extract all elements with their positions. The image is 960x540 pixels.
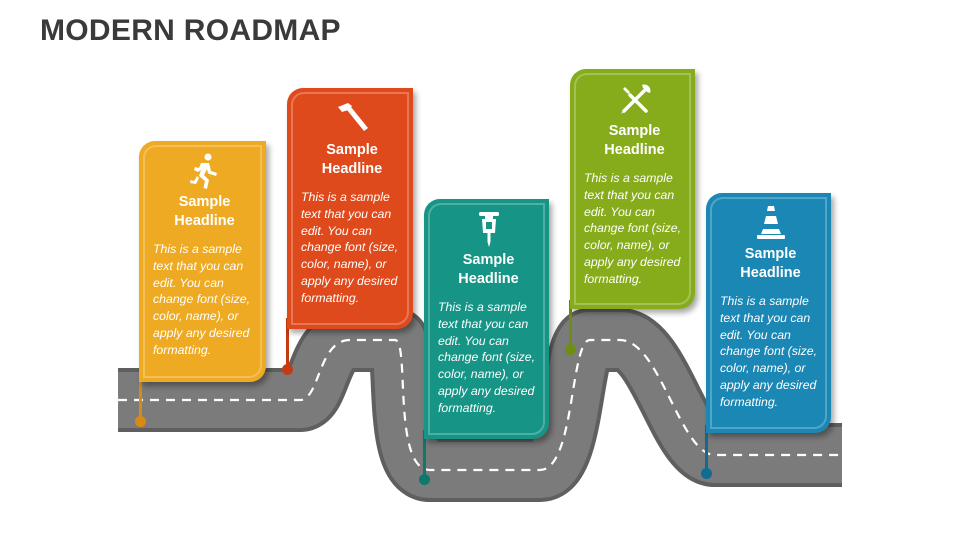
card-headline: Sample Headline xyxy=(740,246,801,281)
milestone-card-5[interactable]: Sample Headline This is a sample text th… xyxy=(706,193,831,433)
pin-5 xyxy=(701,468,712,479)
flag-pole-3 xyxy=(423,430,426,474)
milestone-card-2[interactable]: Sample Headline This is a sample text th… xyxy=(287,88,413,329)
milestone-card-4[interactable]: Sample Headline This is a sample text th… xyxy=(570,69,695,309)
flag-pole-4 xyxy=(569,300,572,346)
jackhammer-icon xyxy=(478,212,499,247)
flag-pole-1 xyxy=(139,370,142,420)
card-body: This is a sample text that you can edit.… xyxy=(301,190,399,305)
wrench-screwdriver-icon xyxy=(620,84,650,114)
traffic-cone-icon xyxy=(756,206,785,239)
card-body: This is a sample text that you can edit.… xyxy=(153,242,251,357)
milestone-card-3[interactable]: Sample Headline This is a sample text th… xyxy=(424,199,549,439)
flag-pole-5 xyxy=(705,425,708,471)
card-body: This is a sample text that you can edit.… xyxy=(720,294,818,409)
flag-pole-2 xyxy=(286,318,289,368)
card-headline: Sample Headline xyxy=(321,142,383,177)
card-body: This is a sample text that you can edit.… xyxy=(584,171,682,286)
card-headline: Sample Headline xyxy=(174,194,235,229)
hammer-icon xyxy=(338,103,368,131)
card-headline: Sample Headline xyxy=(604,123,665,158)
pin-2 xyxy=(282,364,293,375)
page-title: MODERN ROADMAP xyxy=(40,14,341,47)
pin-4 xyxy=(565,344,576,355)
milestone-card-1[interactable]: Sample Headline This is a sample text th… xyxy=(139,141,266,382)
card-headline: Sample Headline xyxy=(458,252,519,287)
pin-3 xyxy=(419,474,430,485)
card-body: This is a sample text that you can edit.… xyxy=(438,300,536,415)
running-person-icon xyxy=(189,153,217,189)
pin-1 xyxy=(135,416,146,427)
